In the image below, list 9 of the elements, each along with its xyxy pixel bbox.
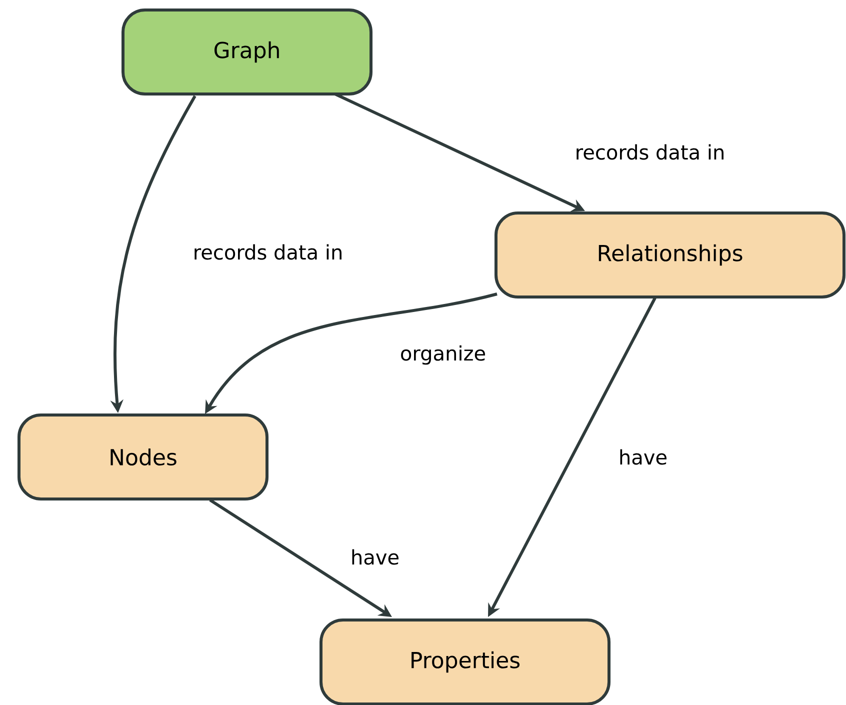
edge-label: records data in xyxy=(192,243,344,261)
process-box: Nodes xyxy=(18,414,268,500)
edge-label: have xyxy=(617,448,669,466)
edge-label: organize xyxy=(398,344,488,366)
edge-label: records data in xyxy=(574,143,726,161)
process-box: Properties xyxy=(320,618,610,705)
process-box: Graph xyxy=(122,8,372,96)
process-box: Relationships xyxy=(494,212,846,298)
edge-label: have xyxy=(349,548,401,566)
